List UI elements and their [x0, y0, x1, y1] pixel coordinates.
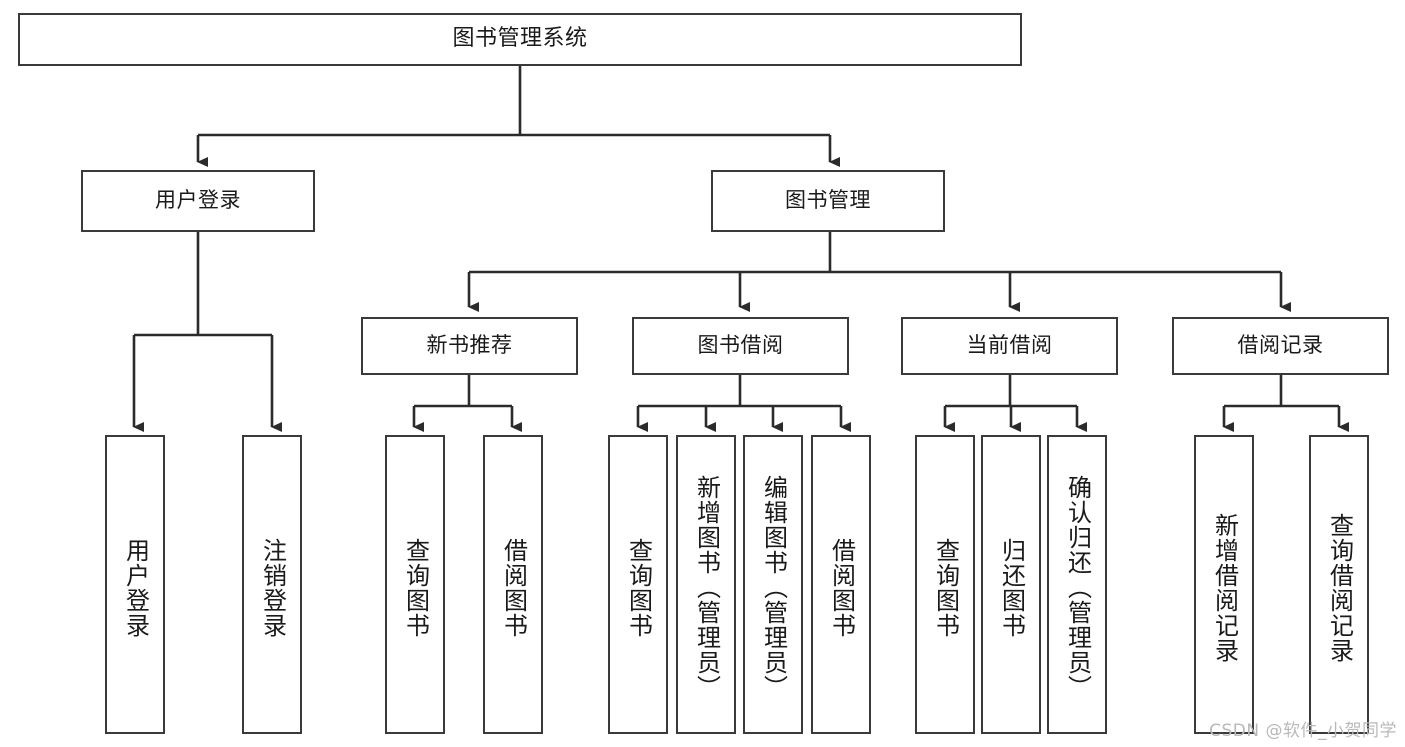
node-label: 当前借阅	[966, 333, 1053, 358]
node-label: 图书借阅	[697, 333, 784, 358]
node-label: 查询图书	[931, 537, 960, 638]
node-label: 用户登录	[121, 537, 150, 638]
node-label: 查询图书	[401, 537, 430, 638]
node-label: 图书管理系统	[452, 26, 588, 52]
node-book-borrowing[interactable]: 图书借阅	[632, 317, 849, 375]
node-label: 图书管理	[785, 188, 871, 213]
leaf-record-add-record[interactable]: 新增借阅记录	[1194, 435, 1254, 734]
node-user-login[interactable]: 用户登录	[81, 170, 315, 232]
leaf-current-query-book[interactable]: 查询图书	[915, 435, 975, 734]
node-label: 归还图书	[997, 537, 1026, 638]
leaf-current-confirm-return-admin[interactable]: 确认归还（管理员）	[1047, 435, 1107, 734]
node-current-borrowing[interactable]: 当前借阅	[901, 317, 1118, 375]
leaf-borrow-borrow-book[interactable]: 借阅图书	[811, 435, 871, 734]
node-label: 新书推荐	[426, 333, 513, 358]
node-borrowing-record[interactable]: 借阅记录	[1172, 317, 1389, 375]
leaf-borrow-query-book[interactable]: 查询图书	[608, 435, 668, 734]
leaf-recommend-query-book[interactable]: 查询图书	[385, 435, 445, 734]
node-label: 借阅图书	[827, 537, 856, 638]
node-label: 编辑图书（管理员）	[759, 475, 788, 700]
leaf-record-query-record[interactable]: 查询借阅记录	[1309, 435, 1369, 734]
leaf-user-login-logout[interactable]: 注销登录	[242, 435, 302, 734]
node-label: 新增图书（管理员）	[692, 475, 721, 700]
node-label: 用户登录	[155, 188, 241, 213]
node-root-book-management-system[interactable]: 图书管理系统	[18, 13, 1022, 66]
node-label: 借阅图书	[499, 537, 528, 638]
leaf-borrow-edit-book-admin[interactable]: 编辑图书（管理员）	[743, 435, 803, 734]
leaf-user-login-login[interactable]: 用户登录	[105, 435, 165, 734]
node-label: 查询图书	[624, 537, 653, 638]
node-label: 确认归还（管理员）	[1063, 475, 1092, 700]
leaf-recommend-borrow-book[interactable]: 借阅图书	[483, 435, 543, 734]
node-label: 新增借阅记录	[1210, 512, 1239, 663]
leaf-borrow-add-book-admin[interactable]: 新增图书（管理员）	[676, 435, 736, 734]
leaf-current-return-book[interactable]: 归还图书	[981, 435, 1041, 734]
node-label: 注销登录	[258, 537, 287, 638]
watermark: CSDN @软件_小贺同学	[1209, 721, 1397, 741]
node-new-book-recommendation[interactable]: 新书推荐	[361, 317, 578, 375]
node-label: 查询借阅记录	[1325, 512, 1354, 663]
node-book-management[interactable]: 图书管理	[711, 170, 945, 232]
node-label: 借阅记录	[1237, 333, 1324, 358]
